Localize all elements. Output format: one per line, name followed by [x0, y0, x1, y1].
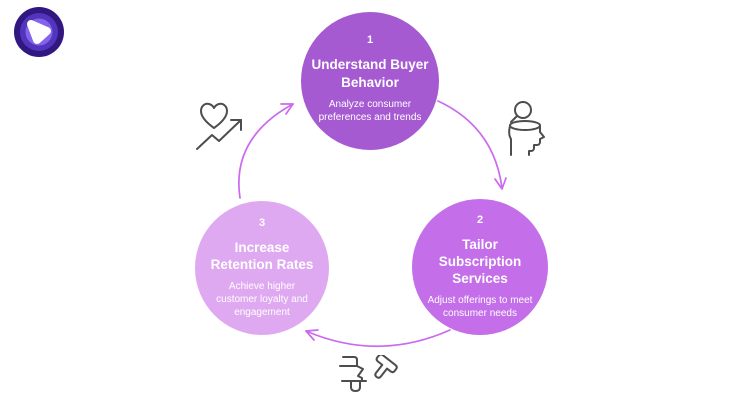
- brand-logo[interactable]: [13, 6, 65, 58]
- arrow-step1-to-step2: [437, 100, 503, 189]
- step-circle-2: 2 Tailor Subscription Services Adjust of…: [412, 199, 548, 335]
- step-number: 1: [366, 34, 374, 47]
- step-circle-3: 3 Increase Retention Rates Achieve highe…: [195, 201, 329, 335]
- step-circle-1: 1 Understand Buyer Behavior Analyze cons…: [301, 12, 439, 150]
- arrowhead-step1: [280, 103, 294, 115]
- arrowhead-step2: [494, 177, 507, 190]
- heart-growth-icon: [193, 98, 251, 159]
- step-number: 2: [476, 213, 484, 226]
- step-title: Increase Retention Rates: [210, 239, 314, 272]
- step-number: 3: [258, 216, 266, 229]
- brand-logo-icon: [14, 7, 64, 57]
- arrowhead-step3: [305, 329, 319, 341]
- arrow-step2-to-step3: [305, 329, 451, 348]
- step-description: Adjust offerings to meet consumer needs: [427, 295, 533, 320]
- step-title: Tailor Subscription Services: [438, 236, 522, 287]
- crafting-tools-icon: [338, 353, 400, 414]
- step-description: Analyze consumer preferences and trends: [318, 98, 422, 123]
- consumer-insight-icon: [500, 99, 550, 162]
- step-title: Understand Buyer Behavior: [311, 57, 429, 90]
- step-description: Achieve higher customer loyalty and enga…: [216, 281, 308, 319]
